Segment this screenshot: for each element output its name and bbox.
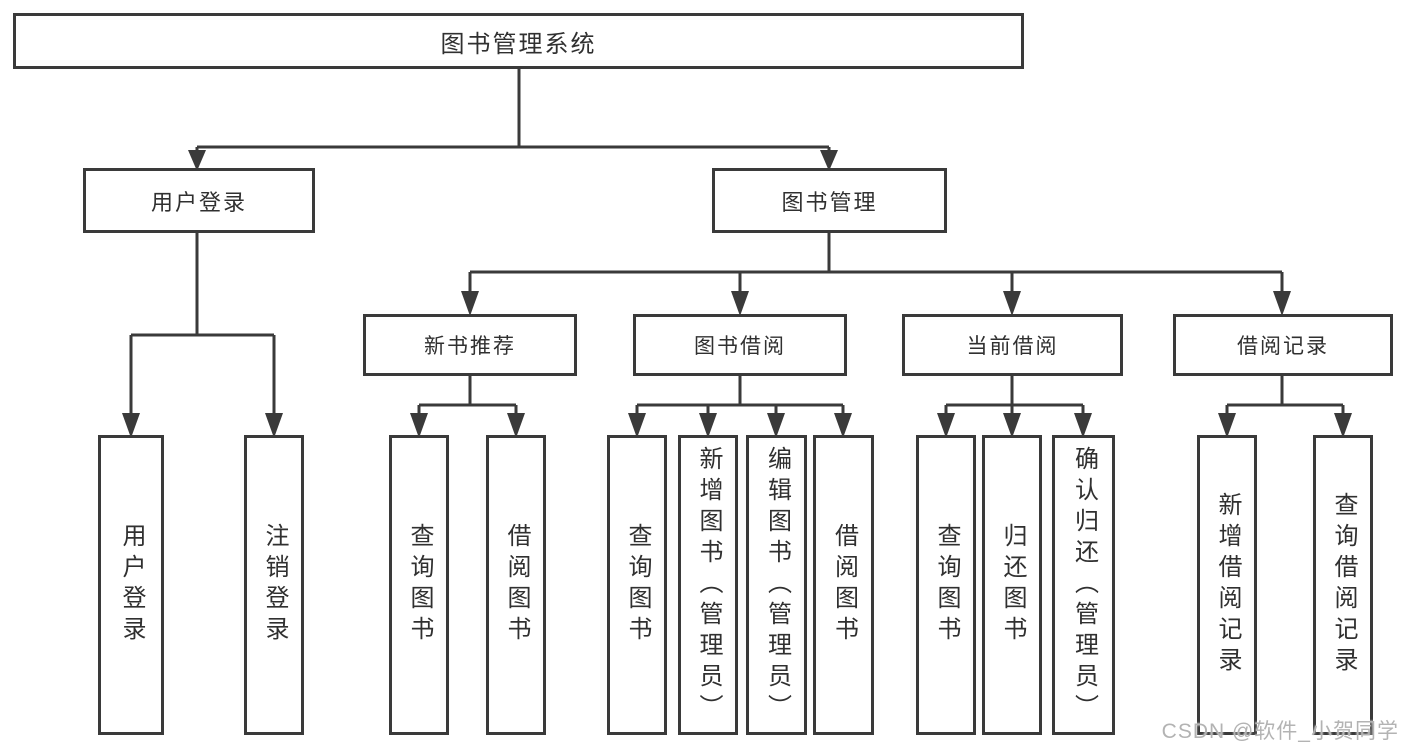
leaf-query-books-recommend: 查询图书 — [389, 435, 449, 735]
node-root-system: 图书管理系统 — [13, 13, 1024, 69]
leaf-query-borrow-record: 查询借阅记录 — [1313, 435, 1373, 735]
leaf-add-books-admin: 新增图书（管理员） — [678, 435, 738, 735]
node-new-book-recommend: 新书推荐 — [363, 314, 577, 376]
leaf-logout: 注销登录 — [244, 435, 304, 735]
node-book-borrowing: 图书借阅 — [633, 314, 847, 376]
node-user-login-label: 用户登录 — [150, 189, 247, 215]
leaf-query-books-borrowing: 查询图书 — [607, 435, 667, 735]
node-current-borrowing: 当前借阅 — [902, 314, 1123, 376]
node-book-management-label: 图书管理 — [781, 189, 878, 215]
node-borrow-records: 借阅记录 — [1173, 314, 1393, 376]
leaf-borrow-books-recommend: 借阅图书 — [486, 435, 546, 735]
node-user-login: 用户登录 — [83, 168, 315, 233]
leaf-return-books: 归还图书 — [982, 435, 1042, 735]
leaf-query-books-current: 查询图书 — [916, 435, 976, 735]
leaf-user-login: 用户登录 — [98, 435, 164, 735]
node-book-management: 图书管理 — [712, 168, 947, 233]
leaf-add-borrow-record: 新增借阅记录 — [1197, 435, 1257, 735]
leaf-borrow-books: 借阅图书 — [813, 435, 874, 735]
csdn-watermark: CSDN @软件_小贺同学 — [1161, 720, 1399, 743]
node-root-label: 图书管理系统 — [440, 30, 597, 58]
leaf-edit-books-admin: 编辑图书（管理员） — [746, 435, 807, 735]
leaf-confirm-return-admin: 确认归还（管理员） — [1052, 435, 1115, 735]
